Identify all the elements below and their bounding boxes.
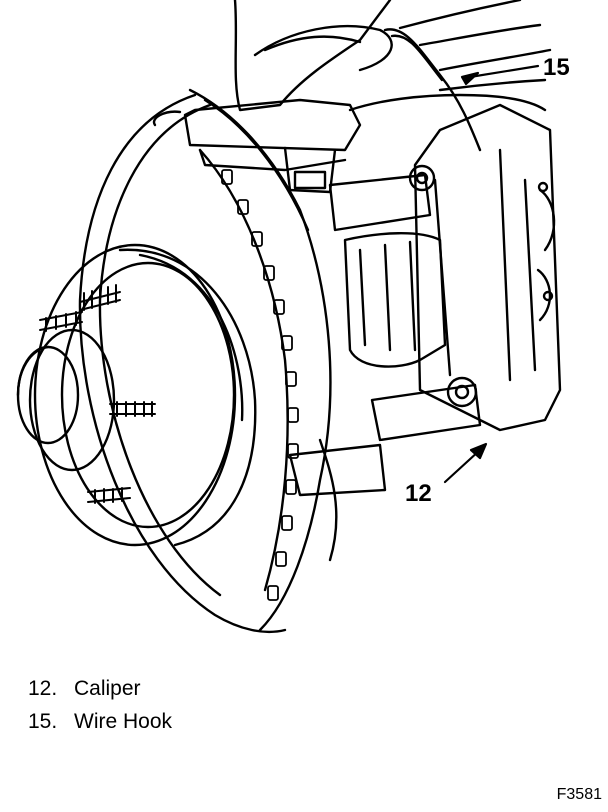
brake-rotor: [78, 88, 332, 634]
legend-item-wire-hook: 15. Wire Hook: [28, 705, 172, 738]
callout-12: 12: [405, 480, 432, 507]
brake-assembly-illustration: [16, 0, 562, 634]
callout-15: 15: [543, 54, 570, 81]
legend-label: Caliper: [74, 677, 141, 700]
legend-item-caliper: 12. Caliper: [28, 672, 172, 705]
hub: [16, 243, 257, 547]
wheel-studs: [39, 284, 156, 504]
brake-hose: [383, 28, 482, 152]
suspension-knuckle: [233, 0, 552, 112]
parts-legend: 12. Caliper 15. Wire Hook: [28, 672, 172, 738]
figure-id: F3581: [556, 786, 602, 803]
caliper: [183, 98, 562, 562]
legend-label: Wire Hook: [74, 710, 173, 733]
legend-number: 15.: [28, 710, 58, 733]
leader-lines: [443, 64, 540, 484]
legend-number: 12.: [28, 677, 58, 700]
